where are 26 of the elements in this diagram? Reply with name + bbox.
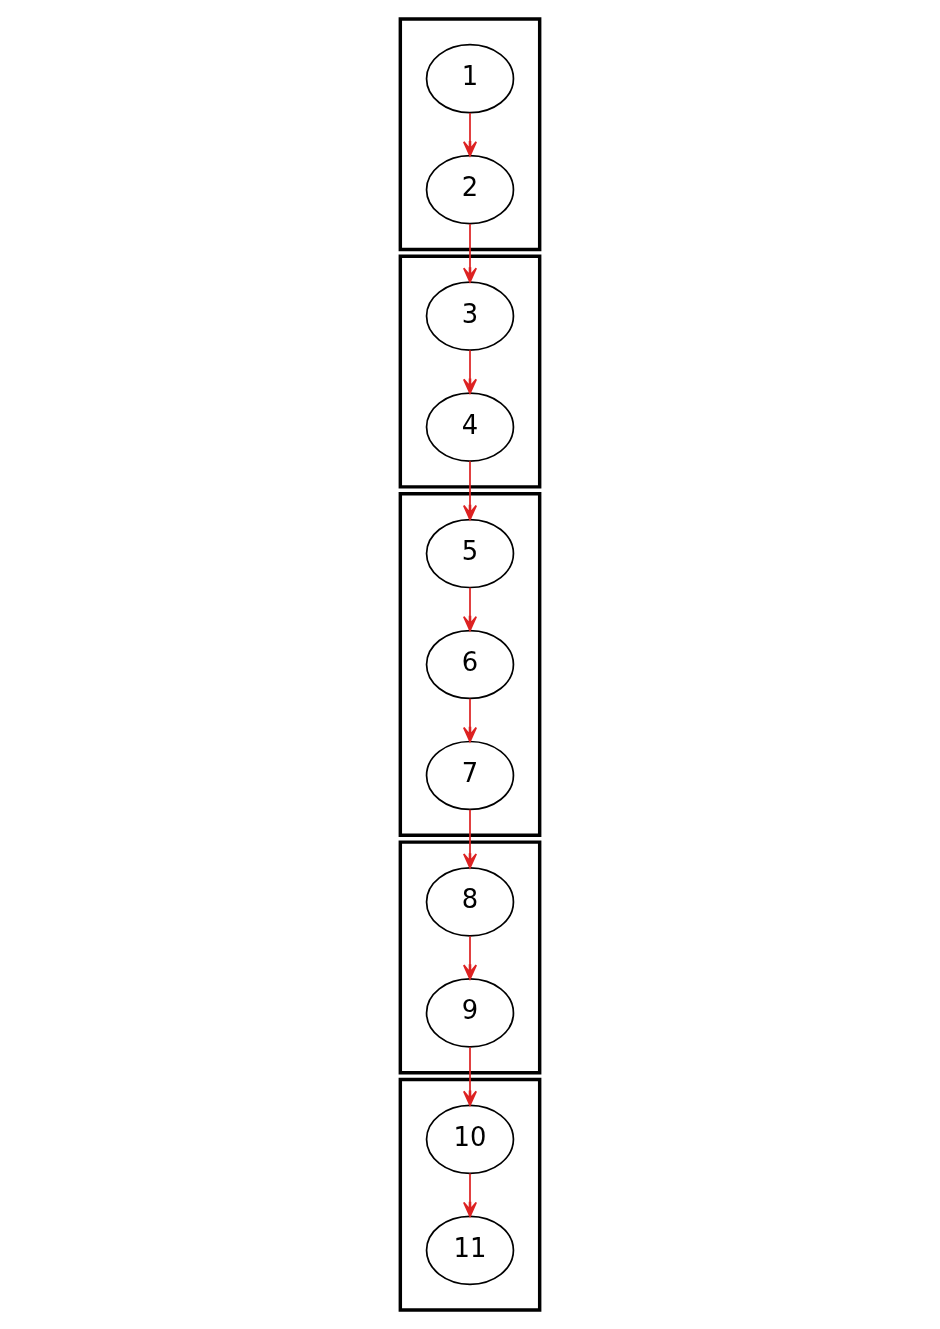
arrow bbox=[462, 586, 478, 632]
node-ellipse: 2 bbox=[425, 154, 515, 225]
cluster bbox=[398, 1077, 542, 1312]
arrow bbox=[462, 1172, 478, 1218]
arrow bbox=[462, 697, 478, 743]
node-ellipse: 3 bbox=[425, 281, 515, 351]
cluster bbox=[398, 17, 542, 252]
node-ellipse: 4 bbox=[425, 392, 515, 462]
cluster bbox=[398, 492, 542, 837]
cluster bbox=[398, 254, 542, 489]
arrow bbox=[462, 223, 478, 283]
cluster bbox=[398, 840, 542, 1075]
node-ellipse: 11 bbox=[425, 1215, 515, 1286]
arrow bbox=[462, 460, 478, 521]
node-ellipse: 8 bbox=[425, 867, 515, 937]
node-ellipse: 10 bbox=[425, 1104, 515, 1175]
node-ellipse: 9 bbox=[425, 978, 515, 1048]
node-ellipse: 5 bbox=[425, 518, 515, 589]
arrow bbox=[462, 935, 478, 980]
node-ellipse: 7 bbox=[425, 740, 515, 811]
arrow bbox=[462, 808, 478, 869]
arrow bbox=[462, 349, 478, 394]
arrow bbox=[462, 112, 478, 157]
arrow bbox=[462, 1046, 478, 1107]
node-ellipse: 6 bbox=[425, 629, 515, 700]
node-ellipse: 1 bbox=[425, 43, 515, 114]
